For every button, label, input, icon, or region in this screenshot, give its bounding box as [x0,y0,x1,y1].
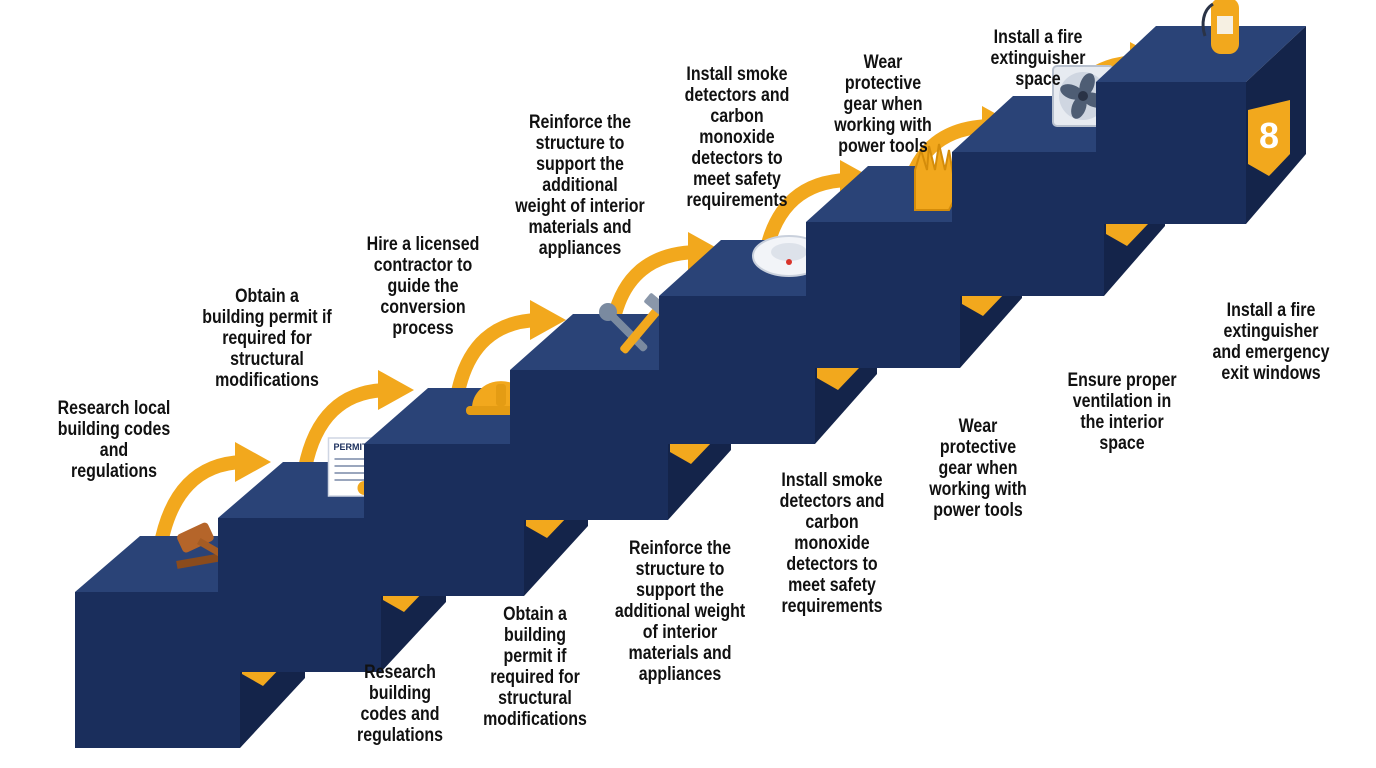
top-label-step-1: Research local building codes and regula… [57,398,171,482]
top-label-step-3: Hire a licensed contractor to guide the … [366,234,480,339]
permit-text: PERMIT [333,442,368,452]
step-arrow-3 [451,300,566,399]
bottom-label-step-7: Ensure proper ventilation in the interio… [1067,370,1177,454]
step-cube-8: 8 [1096,0,1306,224]
bottom-label-step-4: Reinforce the structure to support the a… [614,538,746,685]
bottom-label-step-5: Install smoke detectors and carbon monox… [779,470,885,617]
top-label-step-4: Reinforce the structure to support the a… [515,112,645,259]
fire-extinguisher-icon [1201,0,1239,54]
step-cubes: 12PERMIT345678 [75,0,1306,748]
bottom-label-step-6: Wear protective gear when working with p… [929,416,1027,521]
bottom-label-step-8: Install a fire extinguisher and emergenc… [1212,300,1330,384]
step-arrow-2 [298,370,414,475]
step-arrow-1 [153,442,271,555]
top-label-step-2: Obtain a building permit if required for… [202,286,332,391]
bottom-label-step-2: Research building codes and regulations [356,662,444,746]
bottom-label-step-3: Obtain a building permit if required for… [483,604,587,730]
top-label-step-5: Install smoke detectors and carbon monox… [684,64,790,211]
top-label-step-6: Wear protective gear when working with p… [834,52,932,157]
step-badge-8: 8 [1248,100,1290,176]
ventilation-fan-icon [1052,65,1114,127]
top-label-step-7: Install a fire extinguisher space [990,27,1086,90]
step-number-8: 8 [1259,115,1279,156]
